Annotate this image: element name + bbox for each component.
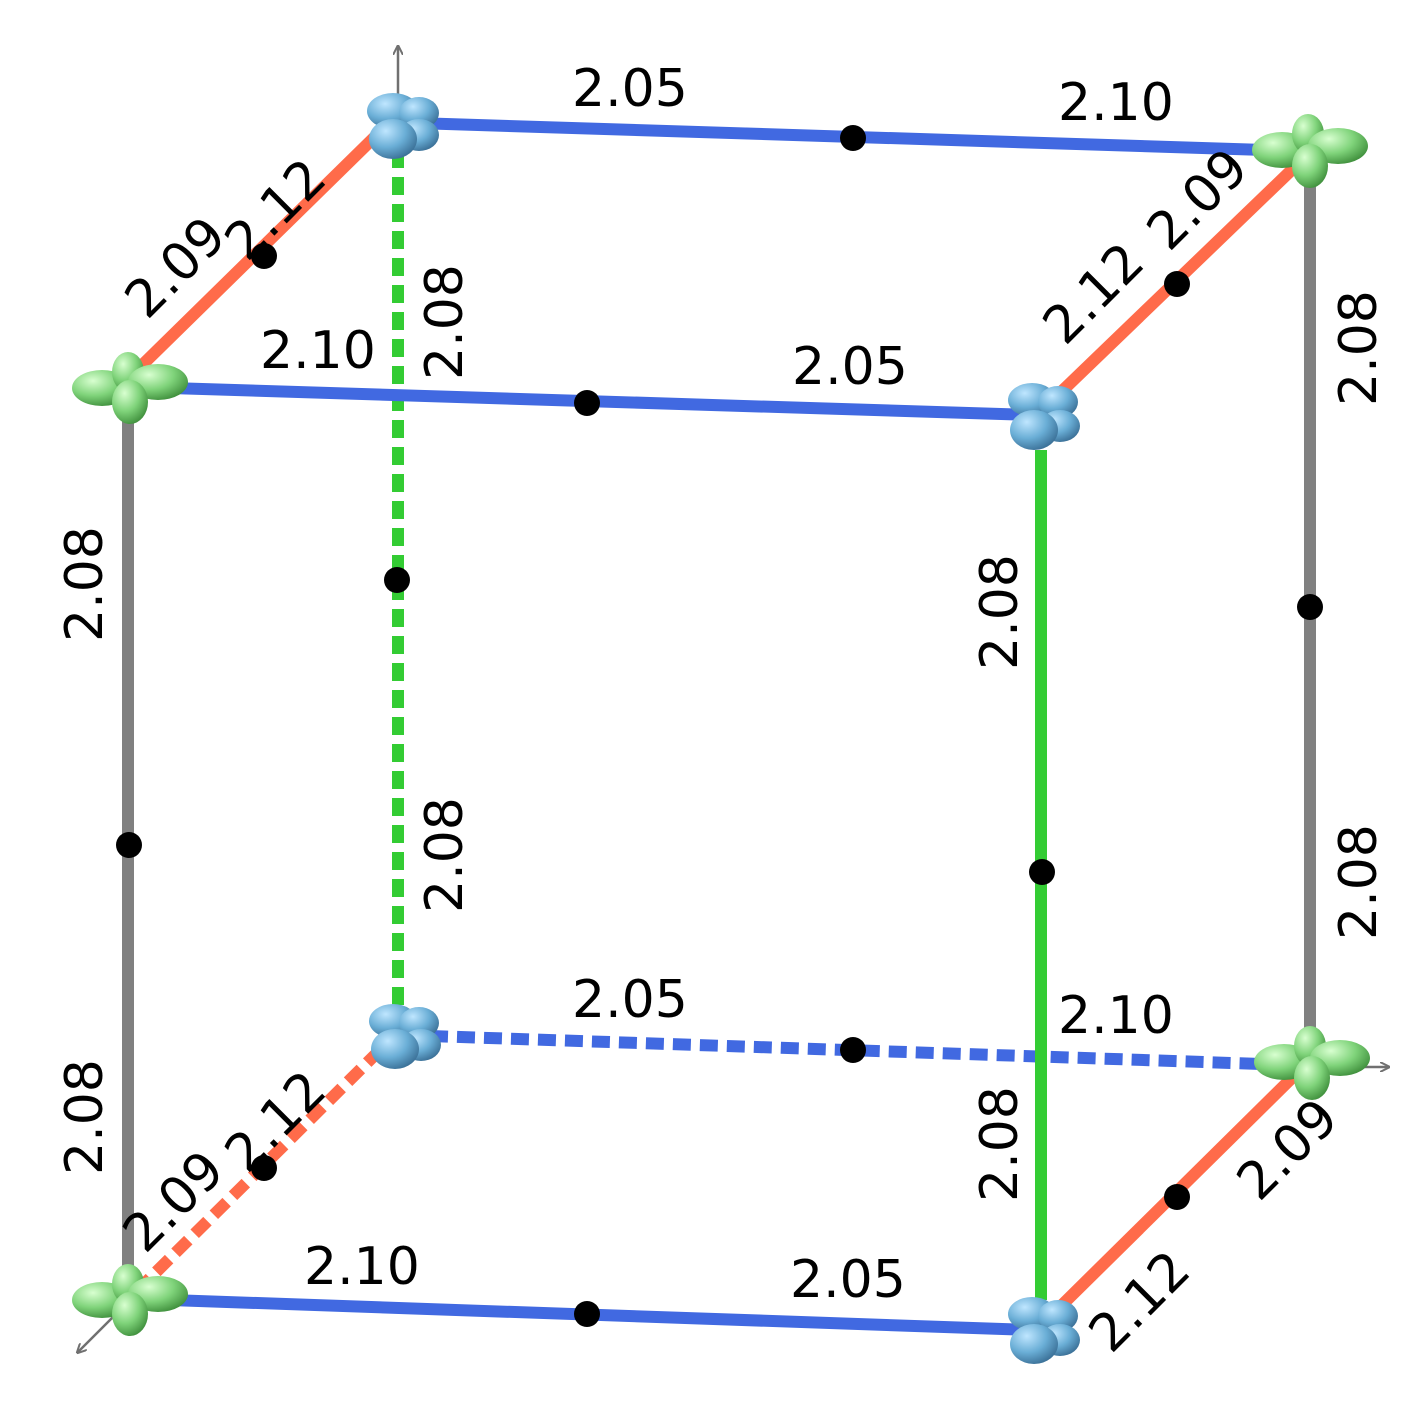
bond-label: 2.05 — [572, 970, 688, 1030]
orbital-green — [72, 1264, 188, 1336]
solid-bonds — [122, 115, 1316, 1336]
bond-label: 2.08 — [55, 1059, 115, 1175]
midpoint-dot — [1164, 1184, 1190, 1210]
midpoint-dot — [251, 243, 277, 269]
midpoint-dot — [840, 125, 866, 151]
orbital-blue — [369, 1004, 441, 1069]
bond-label: 2.05 — [790, 1250, 906, 1310]
orbitals — [72, 93, 1370, 1364]
bond-label: 2.05 — [792, 337, 908, 397]
bond-labels: 2.05 2.10 2.12 2.09 2.08 2.08 2.09 2.12 … — [55, 59, 1389, 1364]
bond-label: 2.08 — [970, 554, 1030, 670]
orbital-blue — [1008, 1297, 1080, 1364]
bond-label: 2.09 — [1136, 138, 1260, 262]
midpoint-dot — [251, 1155, 277, 1181]
orbital-blue — [1008, 383, 1080, 450]
bond-label: 2.10 — [260, 321, 376, 381]
bond-bottom-right-x — [1057, 1060, 1310, 1310]
bond-label: 2.10 — [304, 1237, 420, 1297]
orbital-green — [1252, 114, 1368, 188]
bond-label: 2.08 — [1329, 290, 1389, 406]
bond-label: 2.08 — [55, 526, 115, 642]
midpoint-dot — [116, 832, 142, 858]
midpoint-dot — [574, 390, 600, 416]
bond-label: 2.09 — [1226, 1088, 1350, 1212]
bond-bottom-front-y — [169, 1294, 1031, 1336]
orbital-blue — [367, 93, 439, 159]
bond-label: 2.12 — [1032, 232, 1156, 356]
bond-label: 2.05 — [572, 59, 688, 119]
midpoint-dot — [1297, 594, 1323, 620]
bond-top-front-y — [169, 382, 1033, 421]
orbital-green — [72, 352, 188, 424]
midpoint-dot — [840, 1037, 866, 1063]
midpoint-dot — [574, 1301, 600, 1327]
bond-label: 2.08 — [415, 797, 475, 913]
bond-top-back-y — [414, 117, 1266, 156]
midpoint-dot — [1164, 271, 1190, 297]
bond-label: 2.08 — [970, 1086, 1030, 1202]
bond-label: 2.12 — [1078, 1240, 1202, 1364]
midpoint-dot — [384, 567, 410, 593]
bond-label: 2.08 — [1329, 824, 1389, 940]
bond-midpoints — [116, 125, 1323, 1327]
bond-label: 2.10 — [1058, 986, 1174, 1046]
bond-label: 2.10 — [1058, 73, 1174, 133]
midpoint-dot — [1029, 859, 1055, 885]
orbital-green — [1254, 1026, 1370, 1100]
bond-label: 2.08 — [415, 264, 475, 380]
